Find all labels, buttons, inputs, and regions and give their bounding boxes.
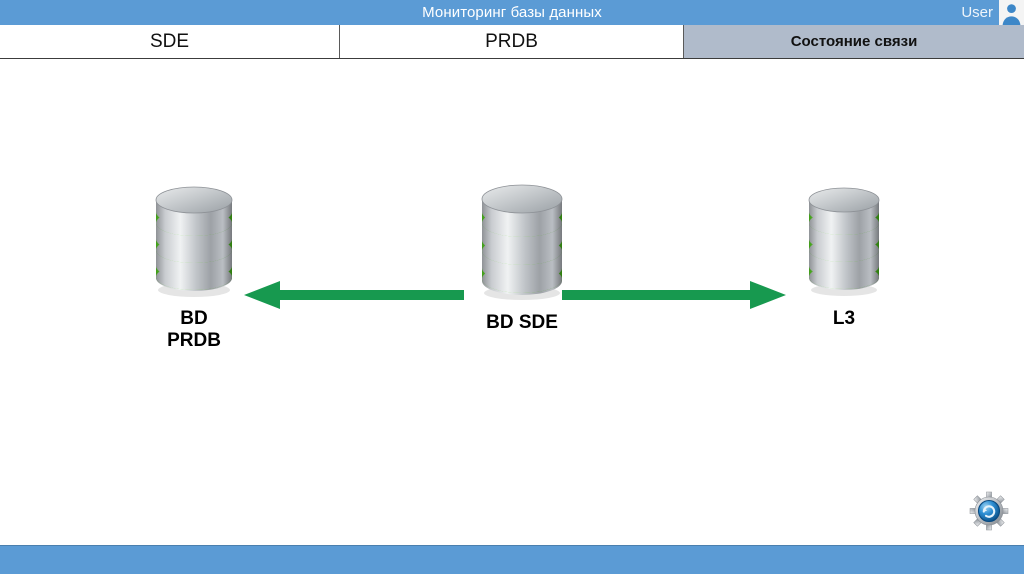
node-sde-label: BD SDE <box>486 312 558 333</box>
title-bar: Мониторинг базы данных User <box>0 0 1024 25</box>
database-icon <box>155 186 233 297</box>
node-prdb-label: BD PRDB <box>167 308 221 351</box>
node-prdb[interactable]: BD PRDB <box>120 182 268 352</box>
page-title: Мониторинг базы данных <box>422 4 602 21</box>
database-icon <box>481 184 563 300</box>
tab-connection-status-label: Состояние связи <box>790 33 918 50</box>
database-icon <box>808 187 880 296</box>
node-sde[interactable]: BD SDE <box>448 180 596 334</box>
title-bar-right-group: User <box>961 0 1024 25</box>
arrow-sde-to-prdb <box>240 278 464 317</box>
bottom-status-bar <box>0 545 1024 574</box>
tab-prdb-label: PRDB <box>485 30 538 52</box>
diagram-canvas: BD PRDB BD SDE <box>0 60 1024 545</box>
gear-settings-icon[interactable] <box>968 490 1010 532</box>
arrow-sde-to-l3 <box>562 278 790 317</box>
tab-sde-label: SDE <box>149 30 190 52</box>
tab-connection-status[interactable]: Состояние связи <box>684 25 1024 58</box>
tab-prdb[interactable]: PRDB <box>340 25 684 58</box>
user-avatar-icon[interactable] <box>999 0 1024 25</box>
node-l3[interactable]: L3 <box>780 182 908 330</box>
user-label: User <box>961 4 993 21</box>
node-l3-label: L3 <box>832 308 856 329</box>
tab-sde[interactable]: SDE <box>0 25 340 58</box>
tab-bar: SDE PRDB Состояние связи <box>0 25 1024 59</box>
